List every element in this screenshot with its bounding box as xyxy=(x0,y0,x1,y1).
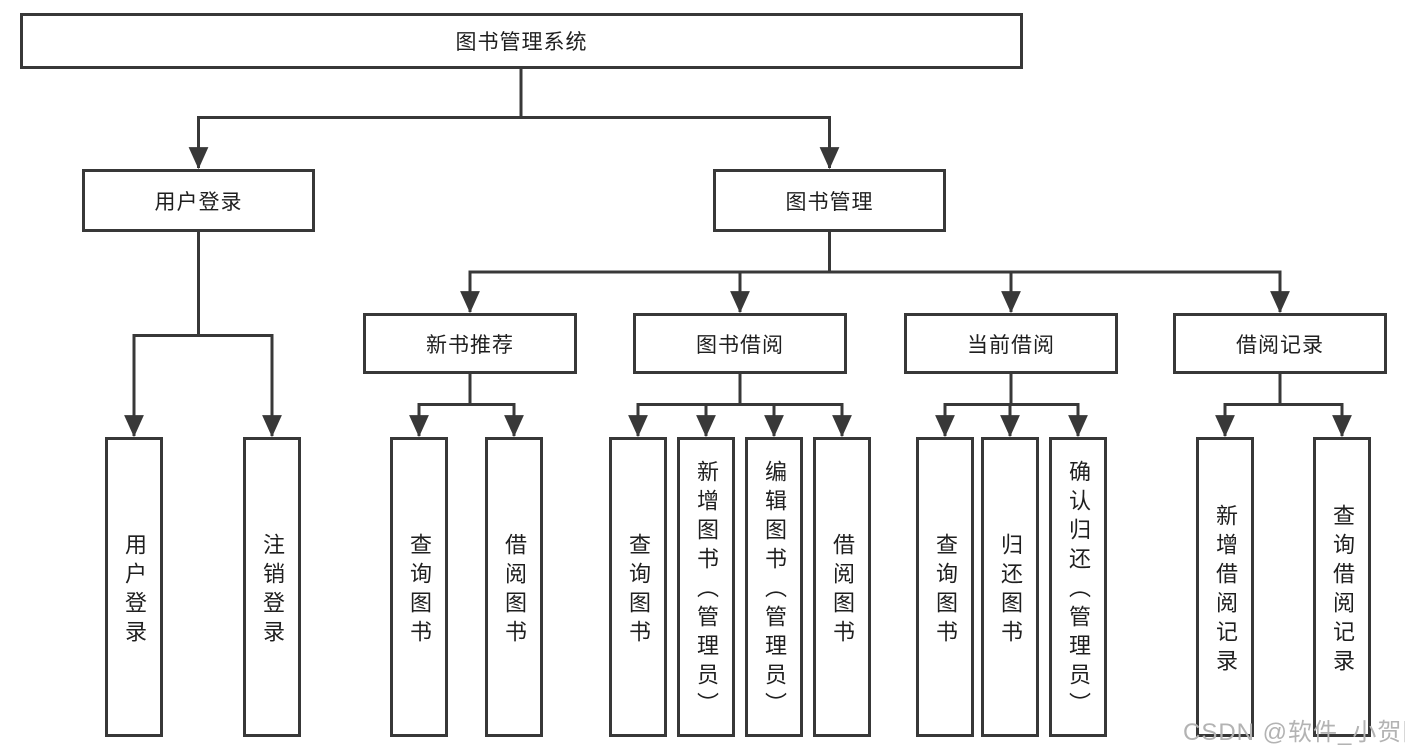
node-label: 用户登录 xyxy=(154,190,243,214)
node-label: 注销登录 xyxy=(260,532,285,649)
node-new-book-recommend: 新书推荐 xyxy=(363,313,577,374)
node-label: 新增图书（管理员） xyxy=(694,460,719,721)
leaf-borrow-books: 借阅图书 xyxy=(813,437,871,737)
leaf-borrow-books-recommend: 借阅图书 xyxy=(485,437,543,737)
leaf-query-books-current: 查询图书 xyxy=(916,437,974,737)
node-library-system: 图书管理系统 xyxy=(20,13,1023,69)
leaf-confirm-return-admin: 确认归还（管理员） xyxy=(1049,437,1107,737)
node-label: 新增借阅记录 xyxy=(1213,503,1238,678)
node-label: 图书管理系统 xyxy=(455,31,588,54)
node-label: 查询图书 xyxy=(407,532,432,649)
node-label: 查询图书 xyxy=(626,532,651,649)
leaf-query-books-recommend: 查询图书 xyxy=(390,437,448,737)
node-label: 编辑图书（管理员） xyxy=(762,460,787,721)
node-user-login: 用户登录 xyxy=(82,169,315,232)
csdn-watermark: CSDN @软件_小贺同学 xyxy=(1183,719,1405,746)
node-label: 借阅记录 xyxy=(1236,333,1324,357)
leaf-return-books: 归还图书 xyxy=(981,437,1039,737)
node-label: 查询借阅记录 xyxy=(1330,503,1355,678)
node-label: 新书推荐 xyxy=(426,333,514,357)
leaf-logout: 注销登录 xyxy=(243,437,301,737)
node-label: 确认归还（管理员） xyxy=(1066,460,1091,721)
node-label: 图书管理 xyxy=(785,190,874,214)
node-current-borrowing: 当前借阅 xyxy=(904,313,1118,374)
node-label: 图书借阅 xyxy=(696,333,784,357)
leaf-query-borrow-record: 查询借阅记录 xyxy=(1313,437,1371,737)
leaf-edit-books-admin: 编辑图书（管理员） xyxy=(745,437,803,737)
node-label: 用户登录 xyxy=(122,532,147,649)
leaf-query-books-borrowing: 查询图书 xyxy=(609,437,667,737)
node-book-management: 图书管理 xyxy=(713,169,946,232)
node-label: 查询图书 xyxy=(933,532,958,649)
leaf-add-borrow-record: 新增借阅记录 xyxy=(1196,437,1254,737)
node-label: 当前借阅 xyxy=(967,333,1055,357)
node-book-borrowing: 图书借阅 xyxy=(633,313,847,374)
node-label: 借阅图书 xyxy=(502,532,527,649)
node-borrowing-records: 借阅记录 xyxy=(1173,313,1387,374)
node-label: 归还图书 xyxy=(998,532,1023,649)
leaf-user-login: 用户登录 xyxy=(105,437,163,737)
leaf-add-books-admin: 新增图书（管理员） xyxy=(677,437,735,737)
node-label: 借阅图书 xyxy=(830,532,855,649)
